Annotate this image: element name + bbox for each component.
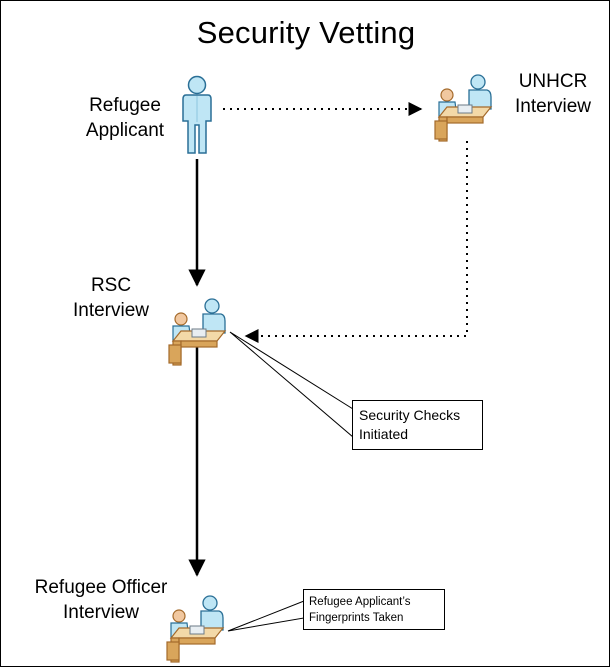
unhcr-interview-label-line1: UNHCR bbox=[518, 71, 588, 92]
rsc-interview-label-line2: Interview bbox=[72, 300, 150, 321]
connector-unhcr-to-rsc bbox=[244, 141, 468, 343]
page-title: Security Vetting bbox=[196, 15, 416, 50]
security-checks-callout-line2: Initiated bbox=[359, 426, 409, 442]
refugee-applicant-label: Refugee Applicant bbox=[65, 93, 185, 143]
interview-desk-icon bbox=[434, 74, 493, 142]
refugee-officer-interview-label-line2: Interview bbox=[62, 602, 140, 623]
refugee-applicant-label-line1: Refugee bbox=[89, 95, 161, 116]
refugee-officer-interview-label: Refugee Officer Interview bbox=[11, 575, 191, 625]
security-checks-callout-line1: Security Checks bbox=[359, 407, 461, 423]
unhcr-interview-label: UNHCR Interview bbox=[501, 69, 605, 119]
refugee-applicant-label-line2: Applicant bbox=[85, 120, 165, 141]
refugee-officer-interview-label-line1: Refugee Officer bbox=[34, 577, 168, 598]
callout-pointer-security-checks bbox=[229, 331, 354, 439]
fingerprints-callout-line2: Fingerprints Taken bbox=[309, 612, 404, 624]
interview-desk-icon bbox=[166, 595, 225, 663]
interview-desk-icon bbox=[168, 298, 227, 366]
person-icon bbox=[182, 75, 212, 154]
fingerprints-callout: Refugee Applicant’s Fingerprints Taken bbox=[303, 589, 445, 630]
fingerprints-callout-line1: Refugee Applicant’s bbox=[309, 596, 411, 608]
callout-pointer-fingerprints bbox=[227, 600, 305, 632]
unhcr-interview-label-line2: Interview bbox=[514, 96, 592, 117]
rsc-interview-label: RSC Interview bbox=[51, 273, 171, 323]
rsc-interview-label-line1: RSC bbox=[90, 275, 132, 296]
security-checks-callout: Security Checks Initiated bbox=[352, 400, 483, 450]
